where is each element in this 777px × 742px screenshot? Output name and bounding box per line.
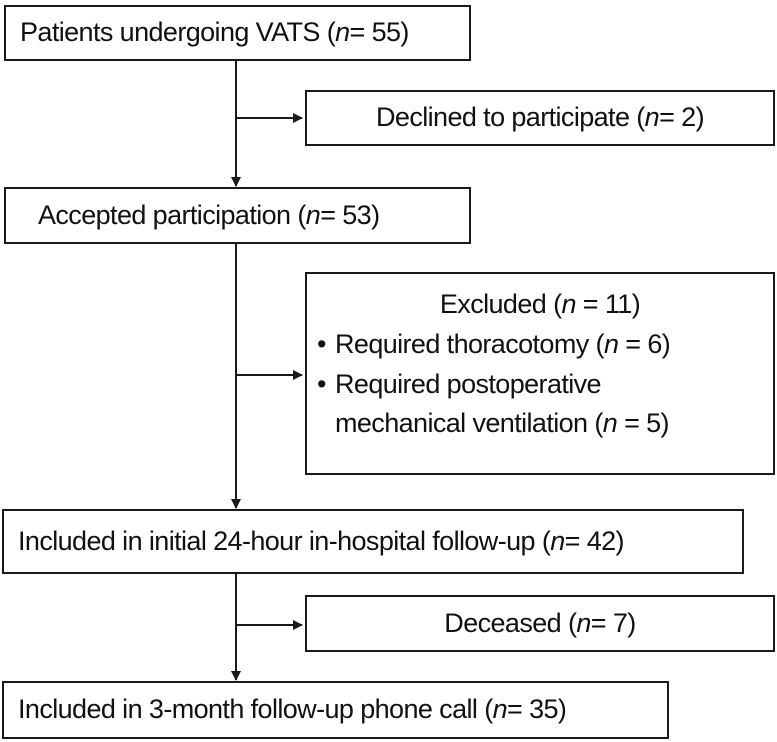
node-text: Accepted participation ( xyxy=(38,199,306,230)
n-symbol: n xyxy=(492,694,508,725)
n-symbol: n xyxy=(576,607,591,638)
node-declined: Declined to participate (n = 2) xyxy=(305,90,775,146)
n-symbol: n xyxy=(644,102,660,133)
bullet-icon: • xyxy=(317,368,326,399)
node-text: Patients undergoing VATS ( xyxy=(20,17,336,48)
node-text: Deceased ( xyxy=(444,607,577,638)
node-deceased: Deceased (n = 7) xyxy=(305,595,775,652)
node-count: = 53) xyxy=(320,199,380,230)
excluded-item-thoracotomy: • Required thoracotomy (n = 6) xyxy=(317,328,763,362)
excluded-item-ventilation: • Required postoperative xyxy=(317,368,763,402)
node-patients-undergoing-vats: Patients undergoing VATS (n = 55) xyxy=(4,5,471,61)
node-count: = 42) xyxy=(564,525,625,556)
node-count: = 7) xyxy=(590,607,636,638)
node-text: Included in initial 24-hour in-hospital … xyxy=(18,525,551,556)
node-count: = 35) xyxy=(507,694,567,725)
n-symbol: n xyxy=(335,17,350,48)
n-symbol: n xyxy=(550,525,565,556)
node-count: = 55) xyxy=(349,17,410,48)
node-included-24-hour: Included in initial 24-hour in-hospital … xyxy=(2,509,744,574)
node-count: = 2) xyxy=(659,102,704,133)
excluded-item-line1: Required postoperative xyxy=(335,368,602,399)
node-text: Declined to participate ( xyxy=(376,102,645,133)
excluded-title: Excluded (n = 11) xyxy=(439,289,641,319)
n-symbol: n xyxy=(305,199,321,230)
node-text: Included in 3-month follow-up phone call… xyxy=(18,694,493,725)
excluded-item-ventilation-cont: mechanical ventilation (n = 5) xyxy=(335,408,670,439)
node-excluded: Excluded (n = 11) • Required thoracotomy… xyxy=(305,272,775,475)
node-included-3-month: Included in 3-month follow-up phone call… xyxy=(2,681,669,739)
bullet-icon: • xyxy=(317,328,326,359)
node-accepted-participation: Accepted participation (n = 53) xyxy=(4,187,471,244)
